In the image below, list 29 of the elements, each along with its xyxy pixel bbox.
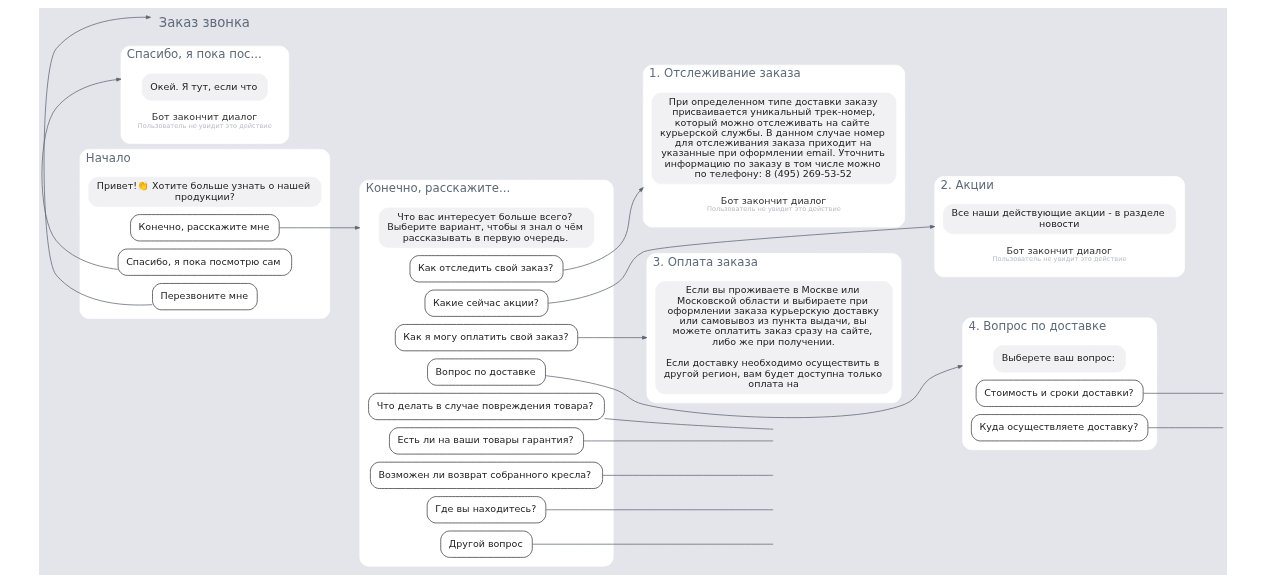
connector <box>1142 392 1224 394</box>
node-box: Вопрос по доставке <box>426 358 546 386</box>
node-box: Как отследить свой заказ? <box>409 255 563 283</box>
connector <box>603 418 774 430</box>
node-box: Есть ли на ваши товары гарантия? <box>388 427 584 455</box>
connector <box>545 509 773 511</box>
node-box: Стоимость и сроки доставки? <box>975 379 1143 407</box>
node-box: Что делать в случае повреждения товара? <box>367 392 605 421</box>
arrow <box>41 77 121 270</box>
connector <box>531 543 773 545</box>
node-box: Как я могу оплатить свой заказ? <box>394 324 578 352</box>
connector <box>601 474 774 476</box>
connector <box>582 440 774 442</box>
arrow <box>278 225 360 230</box>
node-text: Заказ звонка <box>158 15 250 31</box>
node-box: Какие сейчас акции? <box>424 289 548 317</box>
arrow <box>576 335 647 340</box>
connector <box>1147 427 1224 429</box>
arrow <box>544 365 963 418</box>
node-box: Где вы находитесь? <box>426 496 546 524</box>
node-box: Возможен ли возврат собранного кресла? <box>369 461 603 489</box>
node-box: Спасибо, я пока посмотрю сам <box>117 248 292 276</box>
node-box: Другой вопрос <box>439 530 533 558</box>
arrow <box>562 187 644 271</box>
arrow <box>547 224 935 304</box>
node-box: Перезвоните мне <box>151 283 258 311</box>
arrow <box>43 15 153 306</box>
node-box: Куда осуществляете доставку? <box>970 414 1148 442</box>
node-box: Конечно, расскажите мне <box>129 214 280 242</box>
